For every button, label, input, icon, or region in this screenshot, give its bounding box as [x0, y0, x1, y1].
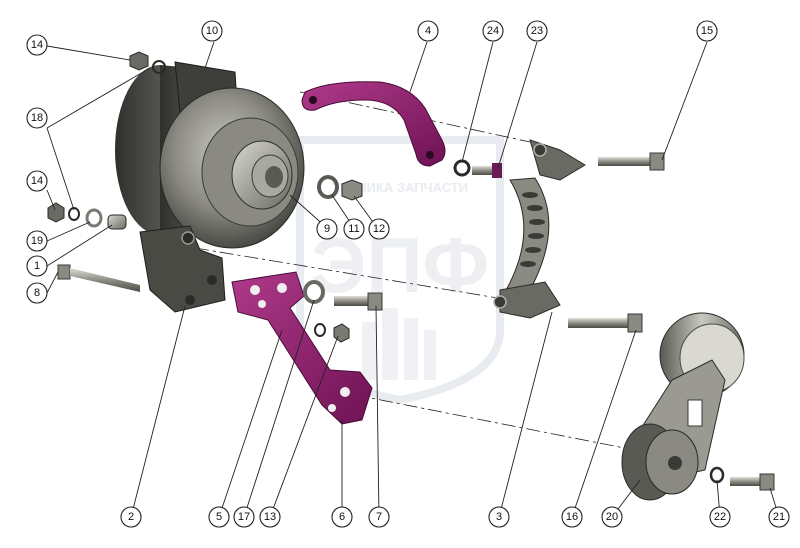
callout-11: 11 — [343, 218, 365, 240]
callout-13: 13 — [259, 506, 281, 528]
callout-label: 7 — [376, 511, 382, 523]
ring-9 — [317, 175, 339, 199]
callout-label: 16 — [566, 511, 578, 523]
alternator-mount-foot — [139, 225, 226, 313]
callout-label: 17 — [238, 511, 250, 523]
callout-23: 23 — [526, 20, 548, 42]
slotted-bracket — [493, 139, 586, 319]
callout-14-left: 14 — [26, 170, 48, 192]
leader-lines — [46, 41, 780, 518]
callout-17: 17 — [233, 506, 255, 528]
callout-10: 10 — [201, 20, 223, 42]
callout-18: 18 — [26, 107, 48, 129]
nut-13 — [333, 323, 350, 343]
callout-22: 22 — [709, 506, 731, 528]
callout-20: 20 — [601, 506, 623, 528]
alternator-housing — [115, 61, 305, 313]
callout-label: 2 — [128, 511, 134, 523]
washer-24 — [453, 159, 471, 177]
bolt-8 — [57, 264, 140, 292]
washer-19 — [85, 208, 103, 228]
callout-label: 23 — [531, 25, 543, 37]
bolt-16 — [568, 313, 643, 333]
tensioner-pulley — [621, 312, 745, 501]
washer-near-bracket — [303, 280, 325, 304]
bolt-15 — [598, 152, 665, 171]
callout-4: 4 — [417, 20, 439, 42]
callout-3: 3 — [488, 506, 510, 528]
bolt-7 — [334, 292, 383, 311]
callout-label: 21 — [773, 511, 785, 523]
assembly-axes — [194, 91, 661, 456]
callout-8: 8 — [26, 282, 48, 304]
washer-17 — [314, 323, 326, 337]
callout-label: 19 — [31, 235, 43, 247]
callout-label: 22 — [714, 511, 726, 523]
callout-label: 6 — [339, 511, 345, 523]
callout-label: 3 — [496, 511, 502, 523]
callout-5: 5 — [208, 506, 230, 528]
callout-label: 18 — [31, 112, 43, 124]
callout-19: 19 — [26, 230, 48, 252]
washer-18-left — [68, 207, 80, 221]
callout-label: 14 — [31, 39, 43, 51]
callout-label: 11 — [348, 223, 359, 235]
callout-2: 2 — [120, 506, 142, 528]
callout-24: 24 — [482, 20, 504, 42]
bolt-23 — [472, 163, 502, 178]
callout-label: 13 — [264, 511, 276, 523]
tension-strap — [301, 81, 446, 167]
callout-label: 9 — [324, 223, 330, 235]
callout-14-top: 14 — [26, 34, 48, 56]
nut-12 — [341, 179, 363, 201]
callout-1: 1 — [26, 255, 48, 277]
callout-label: 10 — [206, 25, 218, 37]
callout-label: 4 — [425, 25, 431, 37]
callout-6: 6 — [331, 506, 353, 528]
callout-label: 1 — [34, 260, 40, 272]
callout-21: 21 — [768, 506, 790, 528]
watermark-caption: ТЕХНИКА ЗАПЧАСТИ — [332, 180, 468, 195]
watermark-buildings — [362, 308, 436, 380]
callout-7: 7 — [368, 506, 390, 528]
callout-label: 8 — [34, 287, 40, 299]
callout-label: 20 — [606, 511, 618, 523]
callout-16: 16 — [561, 506, 583, 528]
bushing-1 — [107, 214, 127, 230]
washer-22 — [709, 466, 725, 484]
callout-label: 5 — [216, 511, 222, 523]
washer-18-top — [152, 60, 166, 74]
callout-label: 15 — [701, 25, 713, 37]
nut-14-left — [47, 202, 65, 223]
callout-label: 14 — [31, 175, 43, 187]
callout-label: 24 — [487, 25, 499, 37]
callout-15: 15 — [696, 20, 718, 42]
callout-9: 9 — [316, 218, 338, 240]
watermark: ЭПФ ТЕХНИКА ЗАПЧАСТИ — [296, 136, 504, 405]
nut-14-top — [129, 51, 149, 71]
bolt-21 — [730, 473, 775, 491]
watermark-brand: ЭПФ — [311, 221, 489, 309]
callout-label: 12 — [373, 223, 385, 235]
callout-12: 12 — [368, 218, 390, 240]
